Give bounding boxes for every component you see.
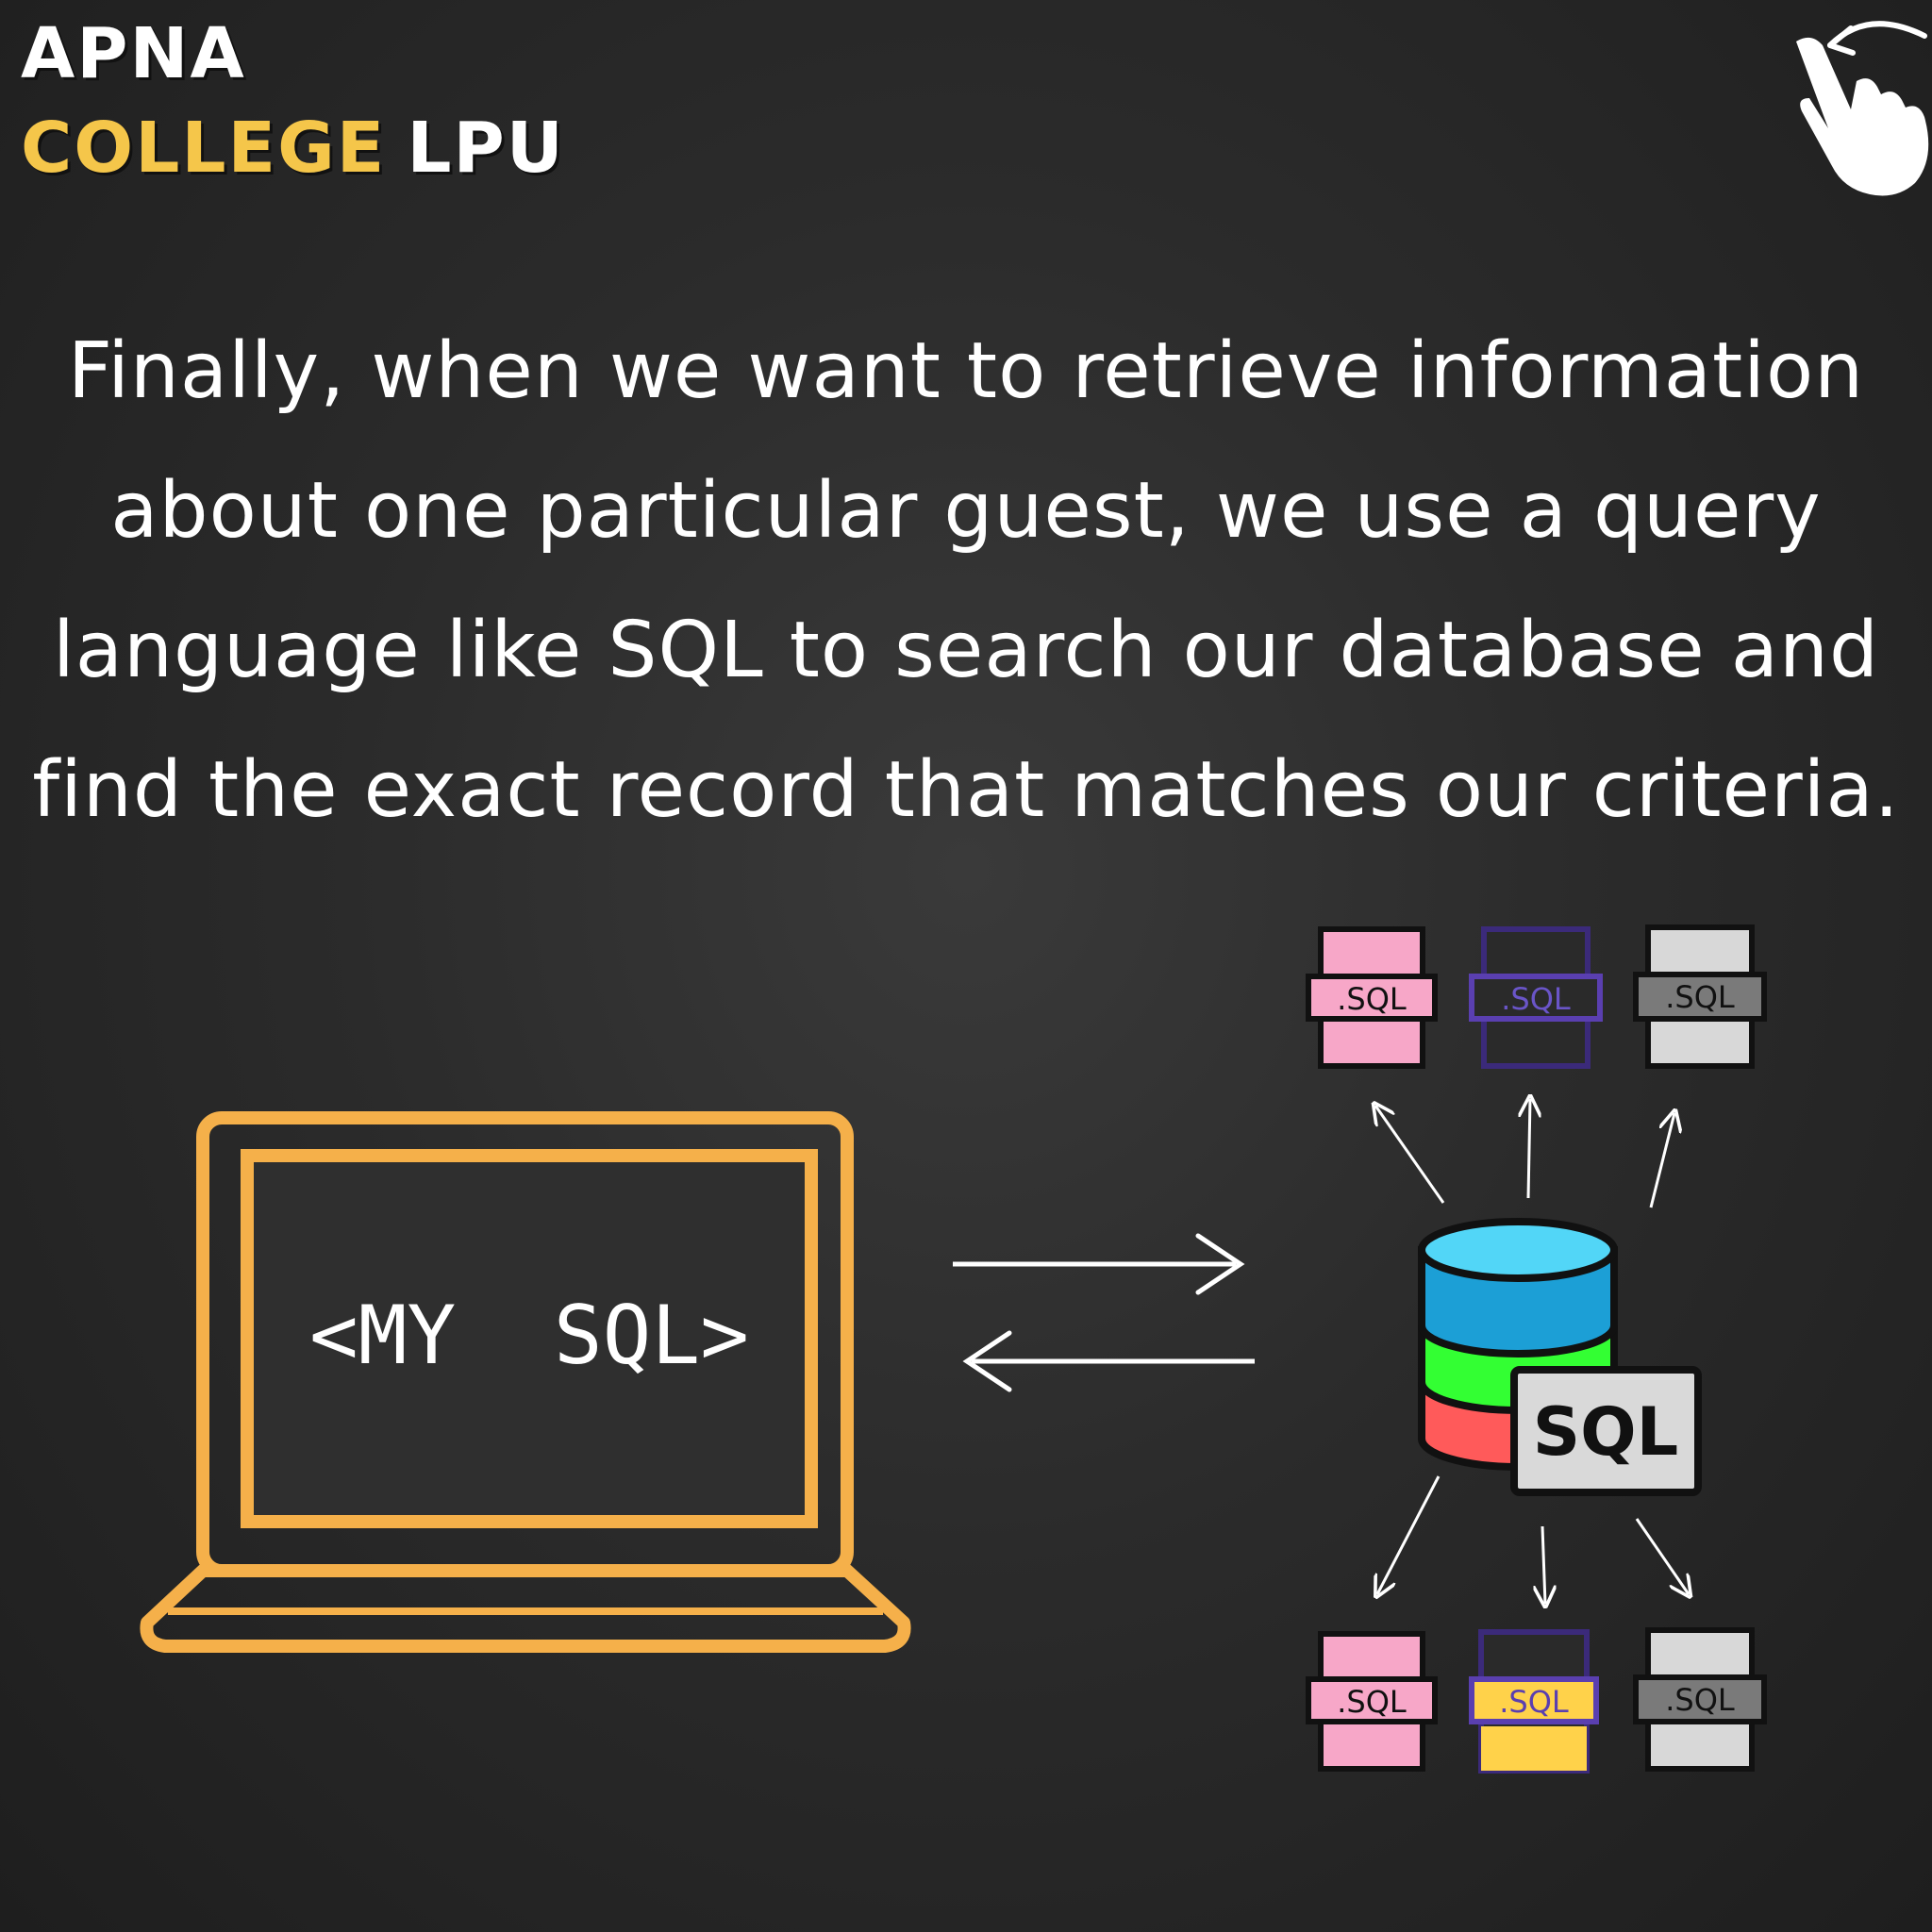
file-bottom-1-label: .SQL [1337,1684,1407,1720]
arrow-to-bottom-file-2 [1542,1525,1545,1604]
arrow-to-top-file-2 [1528,1099,1530,1199]
file-bottom-1: .SQL [1306,1631,1438,1772]
request-arrow-icon [953,1233,1245,1295]
paragraph-line: Finally, when we want to retrieve inform… [67,326,1865,416]
file-bottom-2: .SQL [1469,1629,1599,1774]
file-top-1-label: .SQL [1337,981,1407,1017]
file-bottom-3-label: .SQL [1665,1682,1735,1718]
file-top-3-label: .SQL [1665,979,1735,1015]
explanation-paragraph: Finally, when we want to retrieve inform… [0,302,1932,860]
brand-lpu: LPU [407,108,565,189]
file-bottom-3: .SQL [1633,1627,1767,1772]
file-bottom-2-label: .SQL [1499,1684,1569,1720]
paragraph-line: find the exact record that matches our c… [32,745,1900,835]
swipe-hand-icon [1796,21,1929,196]
database-badge-text: SQL [1533,1393,1679,1471]
arrow-to-bottom-file-1 [1377,1475,1441,1594]
file-top-2-label: .SQL [1501,981,1571,1017]
file-top-1: .SQL [1306,926,1438,1069]
brand-line-apna: APNA [21,13,246,94]
file-top-2: .SQL [1469,926,1603,1069]
response-arrow-icon [962,1330,1255,1392]
arrow-to-top-file-1 [1375,1106,1445,1204]
brand-college: COLLEGE [21,108,387,189]
laptop-screen-text: <MY SQL> [309,1289,749,1383]
paragraph-line: about one particular guest, we use a que… [110,466,1822,556]
arrow-to-bottom-file-3 [1635,1518,1689,1594]
laptop-icon: <MY SQL> [140,1111,911,1653]
connector-arrows [1375,1099,1689,1604]
paragraph-line: language like SQL to search our database… [52,606,1880,695]
arrow-to-top-file-3 [1649,1113,1674,1208]
database-icon: SQL [1418,1218,1702,1496]
file-top-3: .SQL [1633,924,1767,1069]
